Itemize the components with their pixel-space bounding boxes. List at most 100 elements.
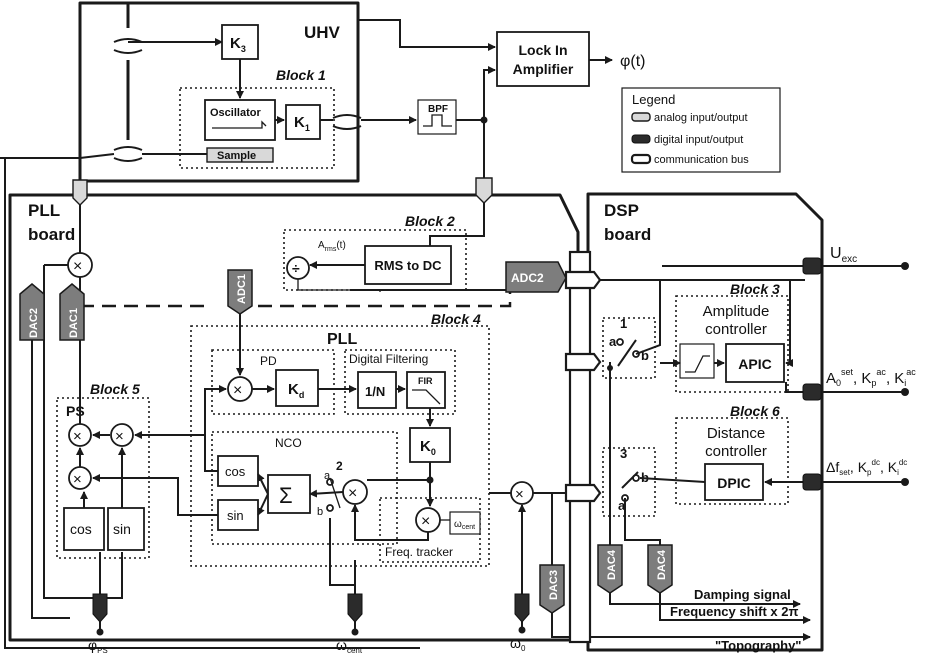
dsp-board-label-2: board (604, 225, 651, 244)
divide-icon: ÷ (292, 260, 300, 276)
legend-title: Legend (632, 92, 675, 107)
pd-region (211, 349, 335, 415)
block-6: Block 6 Distance controller DPIC (675, 403, 789, 505)
block-1: Block 1 K3 Oscillator Sample K1 (179, 24, 335, 169)
pll-label: PLL (327, 331, 357, 348)
switch-1-b: b (641, 348, 649, 363)
damping-signal-label: Damping signal (694, 587, 791, 602)
block-4-pll: Block 4 PLL PD × Kd Digital Filtering 1/… (190, 311, 490, 567)
bpf-response-icon (423, 114, 452, 127)
rms-to-dc-label: RMS to DC (374, 258, 442, 273)
block-5-ps: Block 5 PS × × × cos sin (56, 381, 150, 559)
arms-label: Arms(t) (318, 240, 346, 253)
pd-label: PD (260, 354, 277, 368)
block-5-label: Block 5 (90, 381, 140, 397)
block-6-label: Block 6 (730, 403, 780, 419)
nco-sin-label: sin (227, 508, 244, 523)
legend-item-bus: communication bus (654, 154, 749, 166)
oscillator-box (204, 99, 276, 141)
signal-wires: × (0, 3, 905, 649)
topography-label: "Topography" (715, 638, 801, 653)
nco-region (211, 431, 398, 545)
analog-connectors (72, 177, 493, 206)
k0-label: K0 (420, 438, 436, 457)
digital-filtering-label: Digital Filtering (349, 352, 428, 366)
digital-filtering-region (344, 349, 456, 415)
legend-item-analog: analog input/output (654, 112, 748, 124)
dac3-label: DAC3 (548, 570, 560, 600)
omega-cent-box (449, 511, 481, 535)
dac1 (59, 283, 85, 341)
switch-3-a: a (618, 498, 626, 513)
converters: ADC1 ADC2 DAC2 DAC1 DAC3 DAC4 DAC4 (19, 261, 673, 614)
nco-label: NCO (275, 436, 302, 450)
freq-tracker-add-icon: × (421, 513, 430, 530)
ps-add-icon: × (73, 428, 82, 445)
sigma-icon: Σ (279, 483, 293, 508)
uhv-label: UHV (304, 23, 341, 42)
pll-board-label-2: board (28, 225, 75, 244)
ps-sin-label: sin (113, 521, 131, 537)
k3-label: K3 (230, 35, 246, 54)
k1-gain-box (285, 104, 321, 140)
ps-sin-box (107, 507, 145, 551)
switch-3-label: 3 (620, 446, 627, 461)
one-over-n-box (357, 371, 397, 409)
digital-connectors (92, 257, 822, 623)
dist-params-label: Δfset, Kpdc, Kidc (826, 458, 907, 477)
switch-1: 1 a b (602, 316, 656, 379)
bus-connectors (564, 270, 602, 503)
dist-ctrl-label-2: controller (705, 443, 767, 460)
dac2 (19, 283, 45, 341)
dac1-label: DAC1 (68, 308, 80, 338)
dac3 (539, 564, 565, 614)
dac4-left-label: DAC4 (606, 549, 618, 580)
apic-label: APIC (738, 356, 771, 372)
amp-ctrl-label-2: controller (705, 321, 767, 338)
limiter-icon (685, 355, 710, 373)
pd-multiply-icon: × (233, 382, 242, 399)
terminals (96, 262, 909, 636)
block-2-label: Block 2 (405, 213, 455, 229)
dpic-label: DPIC (717, 475, 750, 491)
dpic-box (704, 463, 764, 501)
bpf-label: BPF (428, 104, 448, 115)
ps-multiplier-top (110, 423, 134, 447)
ps-multiply-top-icon: × (115, 428, 124, 445)
comm-bus-dashed (80, 290, 512, 308)
dac4-right-label: DAC4 (656, 549, 668, 580)
legend: Legend analog input/output digital input… (621, 87, 781, 173)
oscillator-cantilever-icon (212, 120, 267, 129)
block-1-label: Block 1 (276, 67, 326, 83)
oscillator-label: Oscillator (210, 107, 261, 119)
kd-gain-box (275, 369, 319, 407)
ps-multiply-bottom-icon: × (73, 471, 82, 488)
block-3-label: Block 3 (730, 281, 780, 297)
adc1 (227, 269, 253, 315)
switch-2-a: a (324, 470, 331, 482)
omega-0-label: ω0 (510, 635, 526, 653)
phi-ps-label: φPS (88, 637, 108, 655)
switch-1-a: a (609, 334, 617, 349)
legend-bus-icon (630, 153, 652, 165)
nco-cos-label: cos (225, 464, 246, 479)
omega-cent-box-label: ωcent (454, 519, 475, 531)
sample-label: Sample (217, 150, 256, 162)
lock-in-label-2: Amplifier (513, 61, 574, 77)
lock-in-label-1: Lock In (518, 42, 567, 58)
freq-tracker-label: Freq. tracker (385, 545, 453, 559)
dsp-board-label-1: DSP (604, 201, 639, 220)
dac4-right (647, 544, 673, 594)
fir-response-icon (412, 389, 441, 405)
omega-cent-label: ωcent (336, 637, 363, 655)
bpf-filter: BPF (417, 99, 457, 135)
block-2: Block 2 ÷ Arms(t) RMS to DC (283, 213, 467, 291)
freq-shift-label: Frequency shift x 2π (670, 604, 798, 619)
adc1-label: ADC1 (236, 274, 248, 304)
dsp-board: DSP board (586, 192, 824, 652)
fir-label: FIR (418, 376, 433, 386)
legend-analog-icon (631, 112, 651, 122)
amp-params-label: A0set, Kpac, Kiac (826, 367, 916, 388)
switch-2-label: 2 (336, 459, 343, 473)
